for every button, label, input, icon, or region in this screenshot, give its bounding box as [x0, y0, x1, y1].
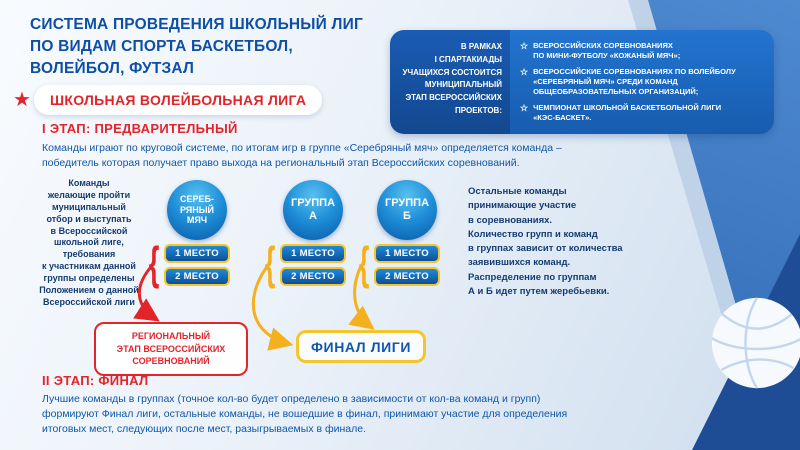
place-box-b-2: 2 МЕСТО — [374, 267, 440, 286]
stage1-heading: I ЭТАП: ПРЕДВАРИТЕЛЬНЫЙ — [42, 121, 238, 136]
place-box-silver-2: 2 МЕСТО — [164, 267, 230, 286]
star-bullet-icon: ☆ — [520, 66, 529, 77]
volleyball-icon — [711, 297, 800, 389]
brace-icon-group-b: { — [358, 237, 370, 289]
info-item: ☆ ЧЕМПИОНАТ ШКОЛЬНОЙ БАСКЕТБОЛЬНОЙ ЛИГИ … — [520, 103, 764, 123]
info-box-intro: В РАМКАХ I СПАРТАКИАДЫ УЧАЩИХСЯ СОСТОИТС… — [390, 30, 510, 134]
info-box: В РАМКАХ I СПАРТАКИАДЫ УЧАЩИХСЯ СОСТОИТС… — [390, 30, 774, 134]
group-circle-silver-ball: СЕРЕБ- РЯНЫЙ МЯЧ — [167, 180, 227, 240]
info-item-text: ВСЕРОССИЙСКИЕ СОРЕВНОВАНИЯХ ПО ВОЛЕЙБОЛУ… — [533, 66, 736, 97]
group-circle-b: ГРУППА Б — [377, 180, 437, 240]
info-item: ☆ ВСЕРОССИЙСКИХ СОРЕВНОВАНИЯХ ПО МИНИ-ФУ… — [520, 41, 764, 61]
star-bullet-icon: ☆ — [520, 103, 529, 114]
star-icon: ★ — [13, 89, 31, 111]
regional-stage-box: РЕГИОНАЛЬНЫЙ ЭТАП ВСЕРОССИЙСКИХ СОРЕВНОВ… — [94, 322, 248, 376]
brace-icon-silver: { — [148, 237, 160, 289]
info-box-list: ☆ ВСЕРОССИЙСКИХ СОРЕВНОВАНИЯХ ПО МИНИ-ФУ… — [510, 30, 774, 134]
place-box-silver-1: 1 МЕСТО — [164, 244, 230, 263]
group-column-silver: СЕРЕБ- РЯНЫЙ МЯЧ 1 МЕСТО 2 МЕСТО — [164, 180, 230, 286]
place-box-a-2: 2 МЕСТО — [280, 267, 346, 286]
page-title: СИСТЕМА ПРОВЕДЕНИЯ ШКОЛЬНЫЙ ЛИГ ПО ВИДАМ… — [30, 16, 363, 77]
info-item-text: ЧЕМПИОНАТ ШКОЛЬНОЙ БАСКЕТБОЛЬНОЙ ЛИГИ «К… — [533, 103, 722, 123]
right-note: Остальные команды принимающие участие в … — [468, 186, 623, 297]
info-item-text: ВСЕРОССИЙСКИХ СОРЕВНОВАНИЯХ ПО МИНИ-ФУТБ… — [533, 40, 681, 60]
league-title: ШКОЛЬНАЯ ВОЛЕЙБОЛЬНАЯ ЛИГА — [34, 85, 323, 115]
place-box-a-1: 1 МЕСТО — [280, 244, 346, 263]
stage2-description: Лучшие команды в группах (точное кол-во … — [42, 393, 568, 436]
star-bullet-icon: ☆ — [520, 40, 529, 51]
left-note: Команды желающие пройти муниципальный от… — [39, 178, 139, 307]
place-box-b-1: 1 МЕСТО — [374, 244, 440, 263]
brace-icon-group-a: { — [264, 237, 276, 289]
group-column-a: ГРУППА А 1 МЕСТО 2 МЕСТО — [280, 180, 346, 286]
group-circle-a: ГРУППА А — [283, 180, 343, 240]
league-final-box: ФИНАЛ ЛИГИ — [296, 330, 426, 363]
stage2-heading: II ЭТАП: ФИНАЛ — [42, 373, 149, 388]
info-item: ☆ ВСЕРОССИЙСКИЕ СОРЕВНОВАНИЯХ ПО ВОЛЕЙБО… — [520, 67, 764, 97]
group-column-b: ГРУППА Б 1 МЕСТО 2 МЕСТО — [374, 180, 440, 286]
stage1-description: Команды играют по круговой системе, по и… — [42, 142, 562, 170]
